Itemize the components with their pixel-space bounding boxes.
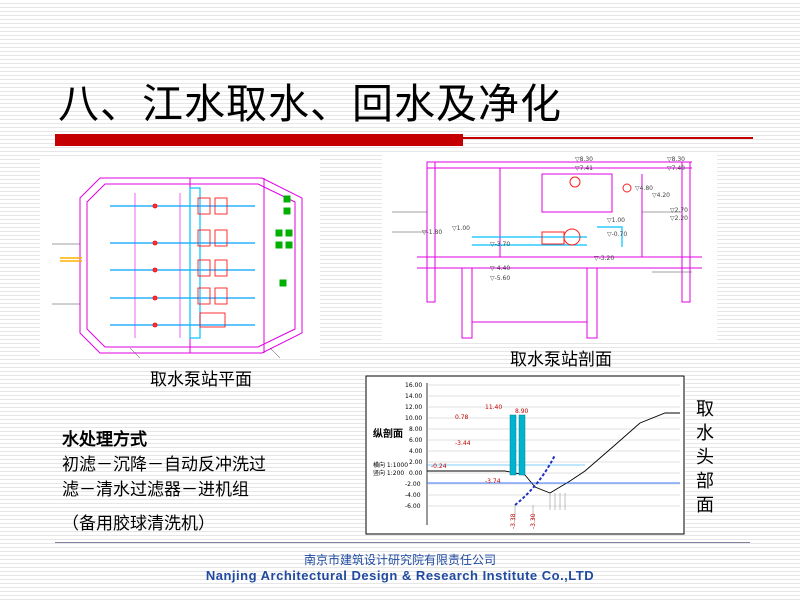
section-level-label: ▽-1.80 xyxy=(422,229,442,236)
treatment-line: 初滤－沉降－自动反冲洗过 xyxy=(62,455,266,475)
intake-profile-drawing: 16.00 14.00 12.00 10.00 8.00 6.00 4.00 2… xyxy=(365,375,685,535)
pump-station-plan-drawing xyxy=(40,158,320,358)
axis-tick-label: 16.00 xyxy=(405,382,422,389)
title-underline-bar xyxy=(55,134,463,146)
intake-caption-char: 头 xyxy=(696,447,714,468)
intake-caption-char: 面 xyxy=(696,495,714,516)
treatment-line: 滤－清水过滤器－进机组 xyxy=(62,480,249,500)
section-level-label: ▽8.30 xyxy=(667,156,685,163)
scale-vertical: 竖向 1:200 xyxy=(373,469,404,477)
axis-tick-label: -6.00 xyxy=(405,503,421,510)
section-level-label: ▽-0.70 xyxy=(607,231,627,238)
intake-caption-char: 取 xyxy=(696,399,714,420)
axis-tick-label: 12.00 xyxy=(405,404,422,411)
section-level-label: ▽1.00 xyxy=(607,217,625,224)
intake-level-label: -3.74 xyxy=(485,478,501,485)
section-level-label: ▽7.40 xyxy=(667,165,685,172)
section-level-label: ▽4.20 xyxy=(652,192,670,199)
section-level-label: ▽2.20 xyxy=(670,215,688,222)
intake-level-label: 8.90 xyxy=(515,408,529,415)
intake-level-label: 0.78 xyxy=(455,414,469,421)
axis-tick-label: 0.00 xyxy=(409,470,423,477)
profile-label: 纵剖面 xyxy=(373,427,403,440)
axis-tick-label: -4.00 xyxy=(405,492,421,499)
scale-horizontal: 横向 1:1000 xyxy=(373,461,408,469)
intake-caption: 取 水 头 部 面 xyxy=(690,398,720,518)
axis-tick-label: 6.00 xyxy=(409,437,423,444)
section-level-label: ▽-5.60 xyxy=(490,275,510,282)
intake-bottom-label: -3.38 xyxy=(510,513,517,529)
section-level-label: ▽2.70 xyxy=(670,207,688,214)
axis-tick-label: 8.00 xyxy=(409,426,423,433)
intake-bottom-label: -3.30 xyxy=(530,513,537,529)
pump-station-section-drawing: ▽8.30 ▽7.41 ▽8.30 ▽7.40 ▽4.80 ▽4.20 ▽2.7… xyxy=(382,152,717,342)
axis-tick-label: 10.00 xyxy=(405,415,422,422)
slide-title: 八、江水取水、回水及净化 xyxy=(58,80,562,128)
company-name-en: Nanjing Architectural Design & Research … xyxy=(205,568,595,583)
treatment-note: （备用胶球清洗机） xyxy=(62,514,215,534)
intake-level-label: 11.40 xyxy=(485,404,502,411)
section-level-label: ▽7.41 xyxy=(575,165,593,172)
section-level-label: ▽-3.20 xyxy=(594,255,614,262)
title-underline-line xyxy=(463,137,753,139)
section-level-label: ▽4.80 xyxy=(635,185,653,192)
section-level-label: ▽-4.40 xyxy=(490,265,510,272)
section-level-label: ▽1.00 xyxy=(452,225,470,232)
intake-caption-char: 部 xyxy=(696,471,714,492)
section-level-label: ▽8.30 xyxy=(575,156,593,163)
footer-divider xyxy=(55,542,750,543)
plan-caption: 取水泵站平面 xyxy=(150,370,252,390)
section-caption: 取水泵站剖面 xyxy=(510,350,612,370)
intake-caption-char: 水 xyxy=(696,423,714,444)
axis-tick-label: 14.00 xyxy=(405,393,422,400)
treatment-heading: 水处理方式 xyxy=(62,430,147,450)
intake-level-label: -0.24 xyxy=(431,463,447,470)
section-level-label: ▽-3.70 xyxy=(490,241,510,248)
company-name-cn: 南京市建筑设计研究院有限责任公司 xyxy=(303,553,496,567)
axis-tick-label: -2.00 xyxy=(405,481,421,488)
intake-level-label: -3.44 xyxy=(455,440,471,447)
axis-tick-label: 4.00 xyxy=(409,448,423,455)
axis-tick-label: 2.00 xyxy=(409,459,423,466)
